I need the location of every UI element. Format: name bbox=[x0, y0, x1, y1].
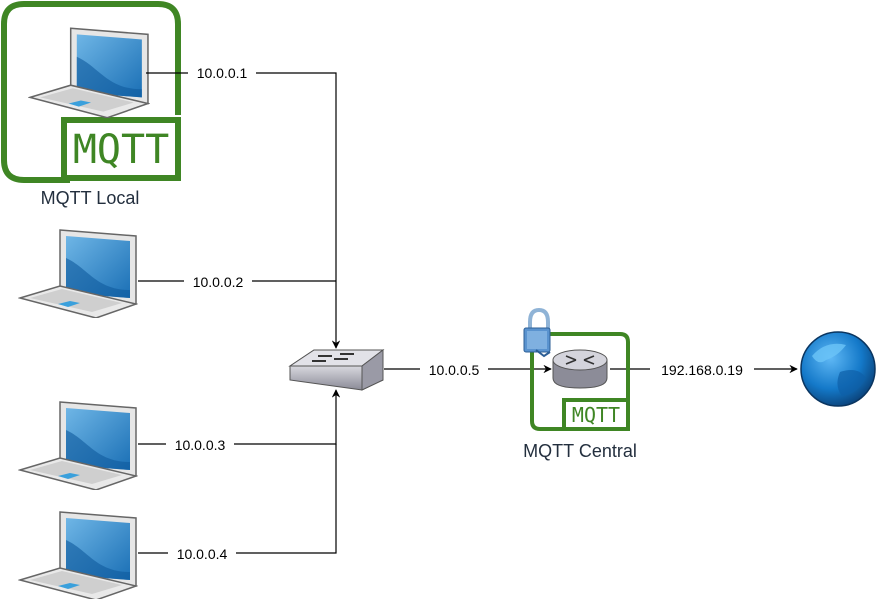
laptop-icon[interactable] bbox=[19, 401, 137, 490]
link-label: 10.0.0.4 bbox=[177, 546, 228, 562]
mqtt-local-group: MQTT MQTT Local bbox=[1, 1, 181, 208]
link-laptop-3 bbox=[138, 389, 341, 445]
link-laptop-1 bbox=[146, 72, 341, 349]
laptop-icon[interactable] bbox=[19, 229, 137, 318]
laptop-icon[interactable] bbox=[29, 27, 149, 118]
router-icon[interactable] bbox=[552, 349, 608, 389]
mqtt-local-badge-box bbox=[61, 117, 181, 181]
connections bbox=[138, 72, 798, 554]
laptop-icon[interactable] bbox=[19, 511, 137, 599]
mqtt-central-group: MQTT MQTT Central bbox=[523, 307, 637, 461]
mqtt-local-frame bbox=[1, 1, 181, 183]
mqtt-central-badge: MQTT bbox=[572, 403, 620, 427]
link-laptop-4 bbox=[138, 444, 337, 554]
mqtt-local-badge: MQTT bbox=[73, 127, 169, 173]
padlock-icon bbox=[523, 307, 551, 358]
link-label: 10.0.0.5 bbox=[429, 362, 480, 378]
globe-icon[interactable] bbox=[800, 331, 876, 407]
link-label: 10.0.0.3 bbox=[175, 437, 226, 453]
network-switch-icon[interactable] bbox=[288, 348, 385, 391]
link-labels: 10.0.0.1 10.0.0.2 10.0.0.3 10.0.0.4 10.0… bbox=[166, 64, 754, 563]
mqtt-central-badge-box bbox=[562, 398, 630, 431]
link-label: 10.0.0.1 bbox=[197, 65, 248, 81]
mqtt-local-label: MQTT Local bbox=[41, 188, 140, 208]
link-label: 10.0.0.2 bbox=[193, 274, 244, 290]
link-label: 192.168.0.19 bbox=[661, 362, 743, 378]
mqtt-central-label: MQTT Central bbox=[523, 441, 637, 461]
